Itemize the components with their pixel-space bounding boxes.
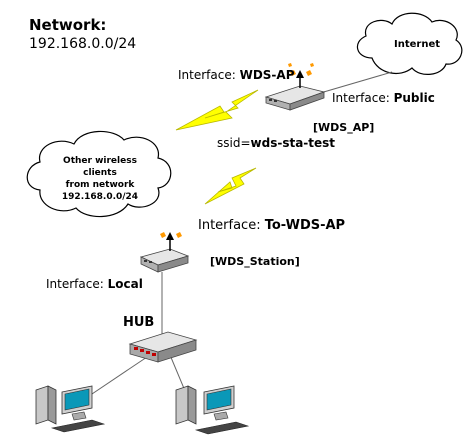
- lightning-bolt-icon: [175, 89, 259, 131]
- hub-label: HUB: [123, 315, 155, 330]
- network-title: Network:: [29, 16, 107, 34]
- wds-ap-router-icon: [264, 70, 326, 111]
- internet-label: Internet: [394, 39, 441, 50]
- ssid-value: wds-sta-test: [250, 136, 336, 150]
- internet-cloud: [356, 12, 463, 75]
- computer-icon: [35, 385, 106, 433]
- interface-prefix: Interface:: [46, 277, 108, 291]
- clients-cloud-line: 192.168.0.0/24: [61, 192, 139, 202]
- ssid-prefix: ssid=: [217, 136, 251, 150]
- link-hub-pc1: [85, 354, 151, 399]
- wds-ap-wired-interface-label: Interface: Public: [332, 91, 435, 105]
- clients-cloud-line: from network: [65, 180, 135, 190]
- hub-device-icon: [128, 331, 198, 363]
- wireless-signal-icon: [160, 232, 182, 238]
- interface-prefix: Interface:: [332, 91, 394, 105]
- network-address: 192.168.0.0/24: [29, 36, 137, 52]
- wds-ap-wireless-interface-label: Interface: WDS-AP: [178, 68, 295, 82]
- clients-cloud-line: Other wireless clients: [63, 156, 137, 178]
- wds-ap-device-name: [WDS_AP]: [313, 121, 375, 134]
- lightning-bolt-icon: [204, 167, 257, 205]
- wds-station-device-name: [WDS_Station]: [210, 255, 300, 268]
- wds-station-wireless-interface-label: Interface: To-WDS-AP: [198, 219, 345, 233]
- to-wds-ap-interface-name: To-WDS-AP: [264, 218, 346, 233]
- wireless-signal-icon: [288, 63, 314, 76]
- wds-station-wired-interface-label: Interface: Local: [46, 277, 143, 291]
- computer-icon: [175, 385, 250, 435]
- ssid-label: ssid=wds-sta-test: [217, 136, 335, 150]
- public-interface-name: Public: [393, 91, 435, 105]
- clients-cloud: [26, 130, 172, 218]
- wds-station-router-icon: [139, 232, 190, 273]
- local-interface-name: Local: [107, 277, 143, 291]
- interface-prefix: Interface:: [178, 68, 240, 82]
- clients-cloud-text: Other wireless clients from network 192.…: [48, 155, 152, 203]
- wds-ap-interface-name: WDS-AP: [239, 68, 295, 82]
- interface-prefix: Interface:: [198, 218, 265, 233]
